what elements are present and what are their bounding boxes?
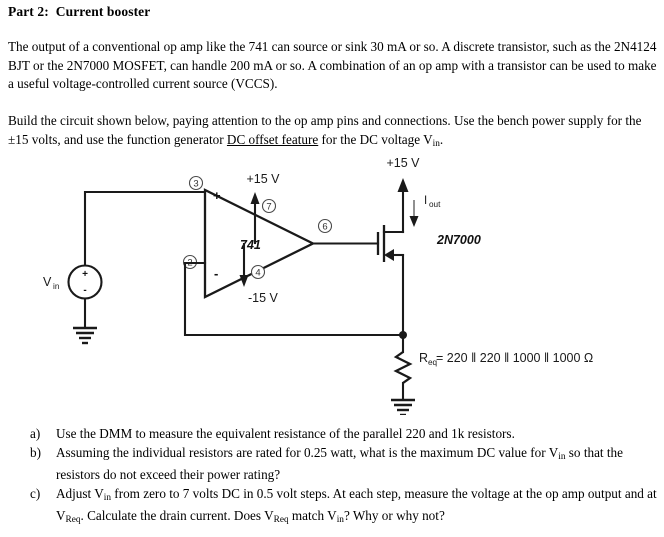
question-text-a: Use the DMM to measure the equivalent re… <box>56 426 515 441</box>
pin-number-4: 4 <box>255 268 260 279</box>
dc-offset-feature-underlined: DC offset feature <box>226 131 319 147</box>
pin-circle-3 <box>188 175 204 191</box>
pin-circle-4 <box>250 264 266 280</box>
question-list: a) Use the DMM to measure the equivalent… <box>30 425 660 530</box>
pin-number-3: 3 <box>193 179 198 190</box>
question-b-part2: so that the resistors do not exceed thei… <box>56 444 624 483</box>
instructions-text-a: Build the circuit shown below, paying at… <box>8 113 642 147</box>
question-c-part1: Adjust V <box>56 485 104 501</box>
req-label: R <box>419 351 428 365</box>
question-c-part4: match V <box>288 508 337 524</box>
opamp-negative-supply-label: -15 V <box>248 291 279 305</box>
arrowhead-positive-rail <box>397 178 409 192</box>
mosfet-part-label: 2N7000 <box>436 233 481 247</box>
instructions-text-b: for the DC voltage V <box>318 131 433 147</box>
positive-rail-label: +15 V <box>386 156 420 170</box>
question-c-sub3: Req <box>273 515 289 526</box>
question-b-sub1: in <box>558 451 566 462</box>
resistor-req-symbol <box>393 351 413 384</box>
instructions-period: . <box>439 131 444 147</box>
question-c-sub1: in <box>103 492 111 503</box>
question-item-c: c) Adjust Vin from zero to 7 volts DC in… <box>30 485 660 530</box>
opamp-noninverting-plus: + <box>213 188 221 203</box>
wire-vin-to-noninverting <box>83 190 207 268</box>
iout-label-subscript: out <box>429 200 441 209</box>
arrowhead-opamp-vpos <box>250 192 260 204</box>
req-value: = 220 ‖ 220 ‖ 1000 ‖ 1000 Ω <box>436 351 593 365</box>
question-marker-c: c) <box>30 485 41 501</box>
vin-label: V <box>43 275 52 289</box>
question-text-c: Adjust Vin from zero to 7 volts DC in 0.… <box>56 485 660 530</box>
circuit-schematic: + - V in 741 + - 3 2 <box>0 150 664 415</box>
pin-number-6: 6 <box>322 222 327 233</box>
pin-circle-7 <box>261 198 277 214</box>
wire-feedback-loop <box>183 261 405 337</box>
source-minus-sign: - <box>83 285 86 296</box>
ground-symbol-output <box>391 398 415 415</box>
question-text-b: Assuming the individual resistors are ra… <box>56 444 660 485</box>
question-item-b: b) Assuming the individual resistors are… <box>30 444 660 485</box>
intro-paragraph: The output of a conventional op amp like… <box>8 39 657 92</box>
opamp-inverting-minus: - <box>214 266 218 281</box>
iout-arrowhead <box>409 216 419 227</box>
ground-symbol-input <box>73 326 97 345</box>
question-c-part5: ? Why or why not? <box>343 508 445 524</box>
question-b-part1: Assuming the individual resistors are ra… <box>56 444 559 460</box>
question-c-part3: . Calculate the drain current. Does V <box>80 508 274 524</box>
page-title: Part 2: Current booster <box>8 4 151 19</box>
question-marker-b: b) <box>30 444 41 460</box>
pin-number-7: 7 <box>266 202 271 213</box>
question-item-a: a) Use the DMM to measure the equivalent… <box>30 425 660 444</box>
vin-label-subscript: in <box>53 282 60 291</box>
mosfet-source-arrow <box>384 249 394 261</box>
instructions-paragraph: Build the circuit shown below, paying at… <box>8 112 658 153</box>
vin-subscript: in <box>432 138 440 149</box>
question-marker-a: a) <box>30 426 41 441</box>
source-plus-sign: + <box>82 269 88 280</box>
opamp-positive-supply-label: +15 V <box>246 172 280 186</box>
question-c-sub4: in <box>336 515 344 526</box>
question-c-sub2: Req <box>65 515 81 526</box>
arrowhead-opamp-vneg <box>239 275 249 287</box>
pin-circle-6 <box>317 218 333 234</box>
iout-label: I <box>424 195 427 207</box>
req-label-subscript: eq <box>428 358 438 367</box>
question-c-part2: from zero to 7 volts DC in 0.5 volt step… <box>56 485 657 524</box>
